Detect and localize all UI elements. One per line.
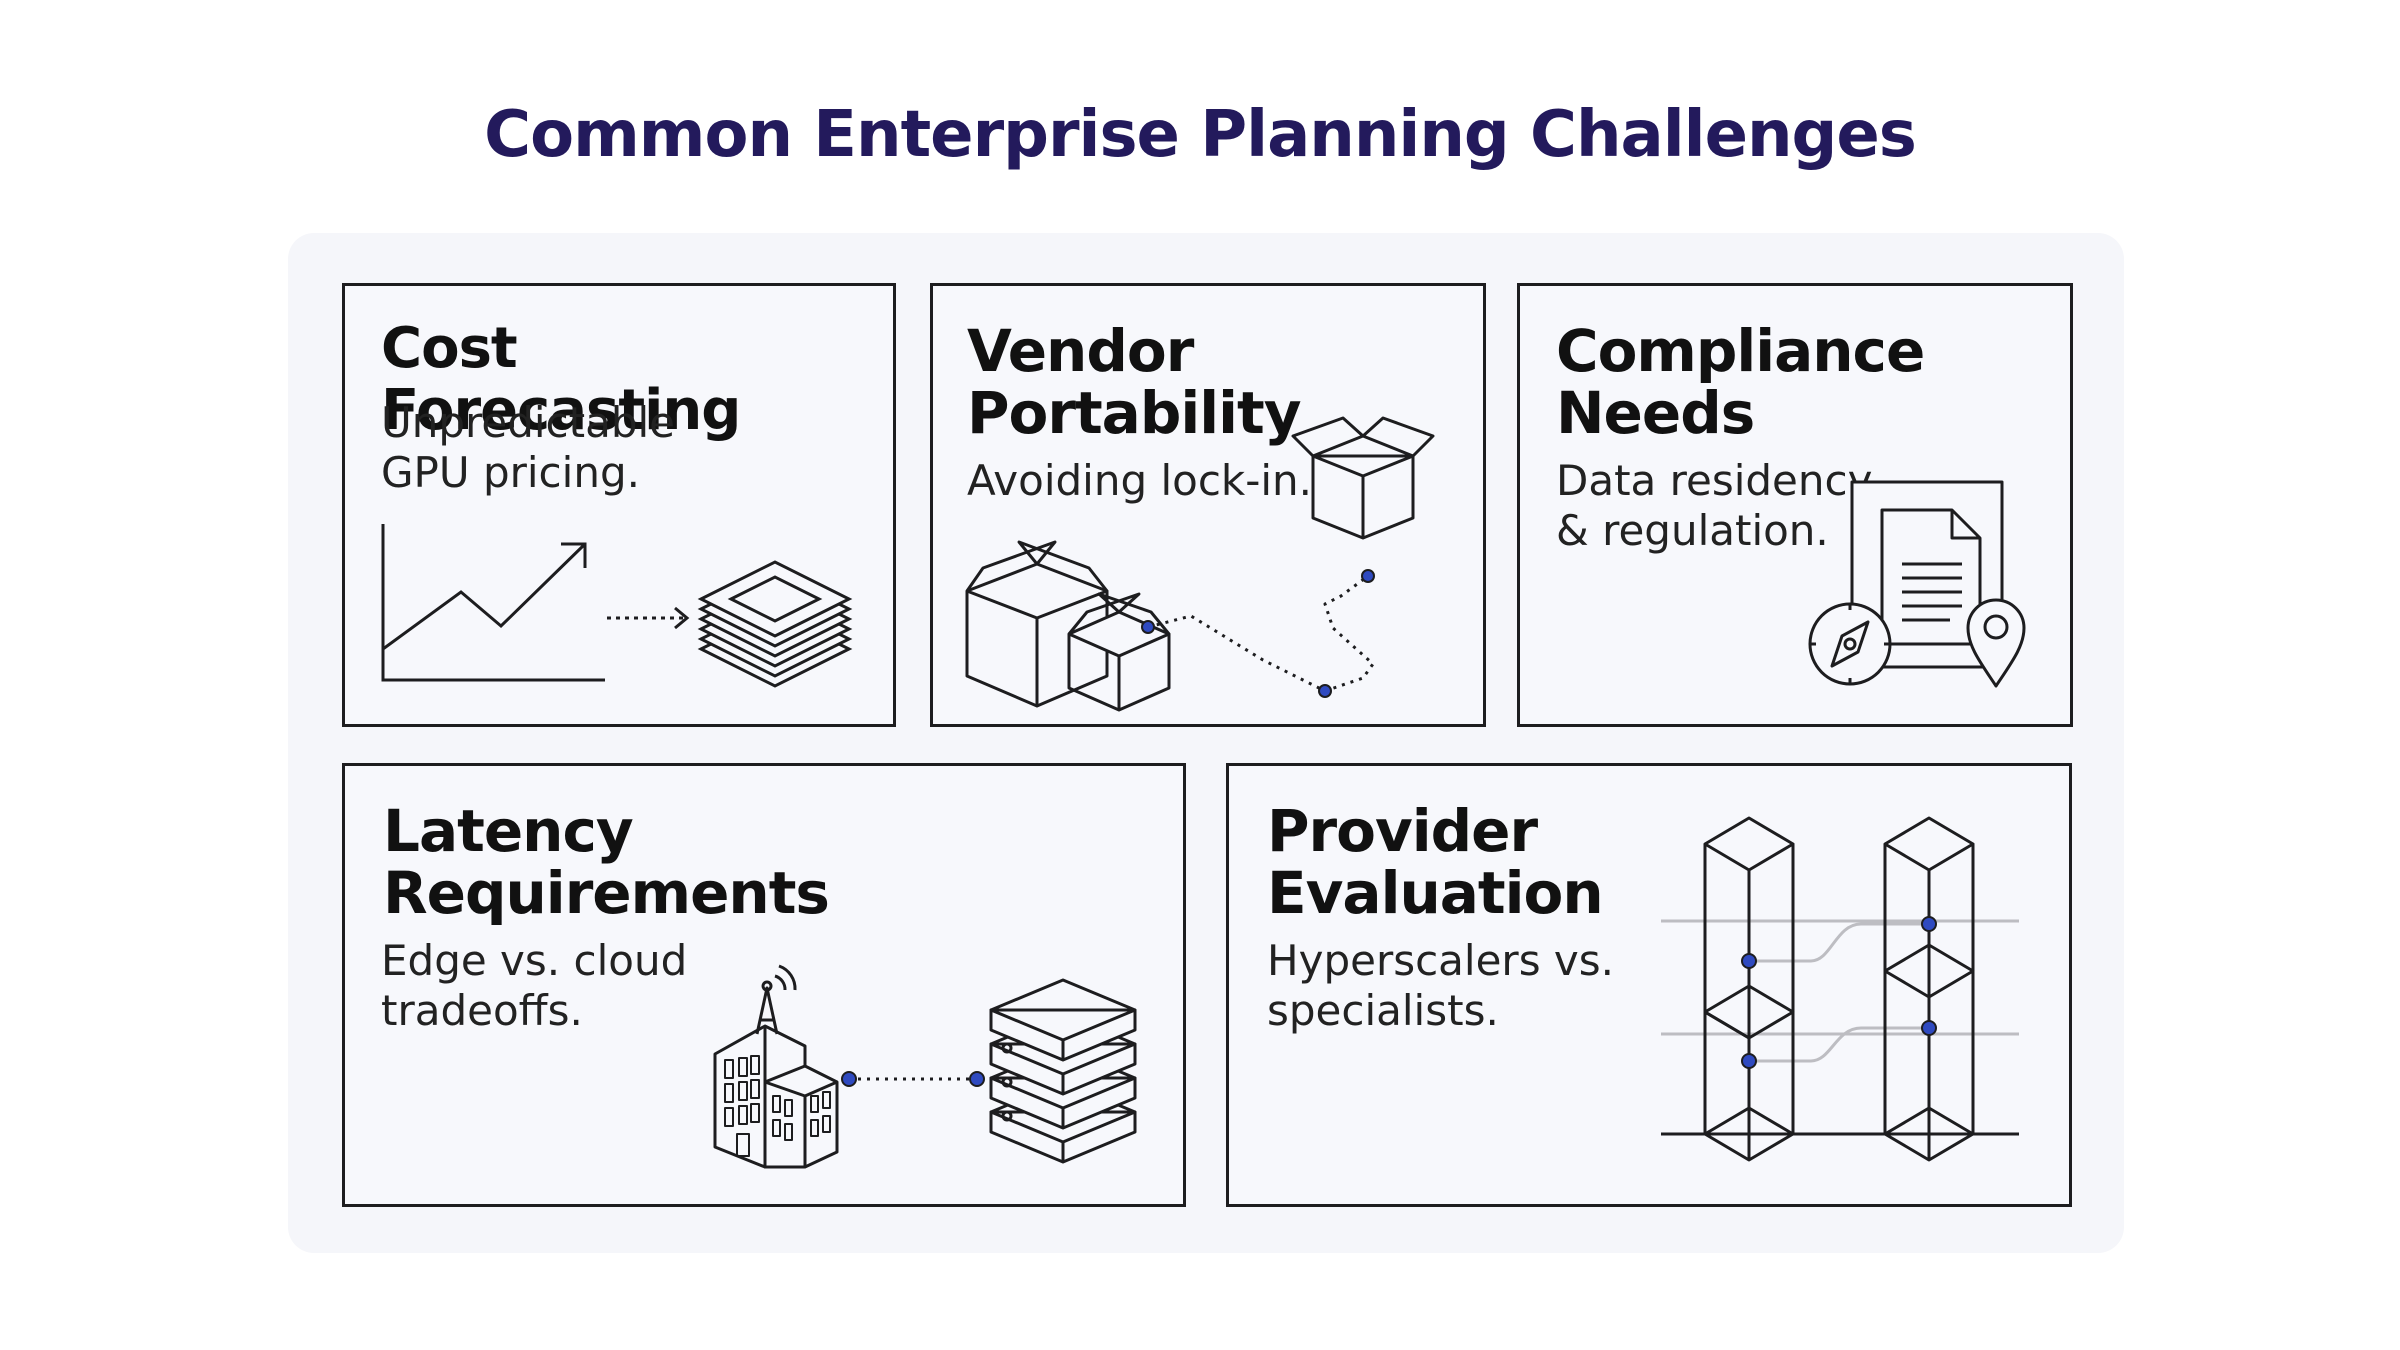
rising-chart-to-stacked-layers-icon xyxy=(375,524,875,704)
card-subtitle: Hyperscalers vs. specialists. xyxy=(1267,936,1615,1035)
card-title: Latency Requirements xyxy=(383,797,830,927)
card-title: Provider Evaluation xyxy=(1267,797,1604,927)
card-subtitle: Avoiding lock-in. xyxy=(967,456,1313,505)
card-subtitle: Edge vs. cloud tradeoffs. xyxy=(381,936,688,1035)
card-latency-requirements: Latency Requirements Edge vs. cloud trad… xyxy=(342,763,1186,1207)
comparison-towers-icon xyxy=(1661,816,2021,1166)
document-compass-location-icon xyxy=(1810,482,2050,722)
card-vendor-portability: Vendor Portability Avoiding lock-in. xyxy=(930,283,1486,727)
card-cost-forecasting: Cost Forecasting Unpredictable GPU prici… xyxy=(342,283,896,727)
card-compliance-needs: Compliance Needs Data residency & regula… xyxy=(1517,283,2073,727)
card-subtitle: Data residency & regulation. xyxy=(1556,456,1873,555)
page-title: Common Enterprise Planning Challenges xyxy=(484,98,1917,172)
building-to-server-icon xyxy=(715,962,1155,1162)
card-provider-evaluation: Provider Evaluation Hyperscalers vs. spe… xyxy=(1226,763,2072,1207)
card-title: Compliance Needs xyxy=(1556,317,1925,447)
card-title: Vendor Portability xyxy=(967,317,1302,447)
card-title: Cost Forecasting xyxy=(381,316,741,443)
boxes-migration-path-icon xyxy=(963,406,1473,706)
card-subtitle: Unpredictable GPU pricing. xyxy=(381,398,675,497)
challenges-panel: Cost Forecasting Unpredictable GPU prici… xyxy=(288,233,2124,1253)
